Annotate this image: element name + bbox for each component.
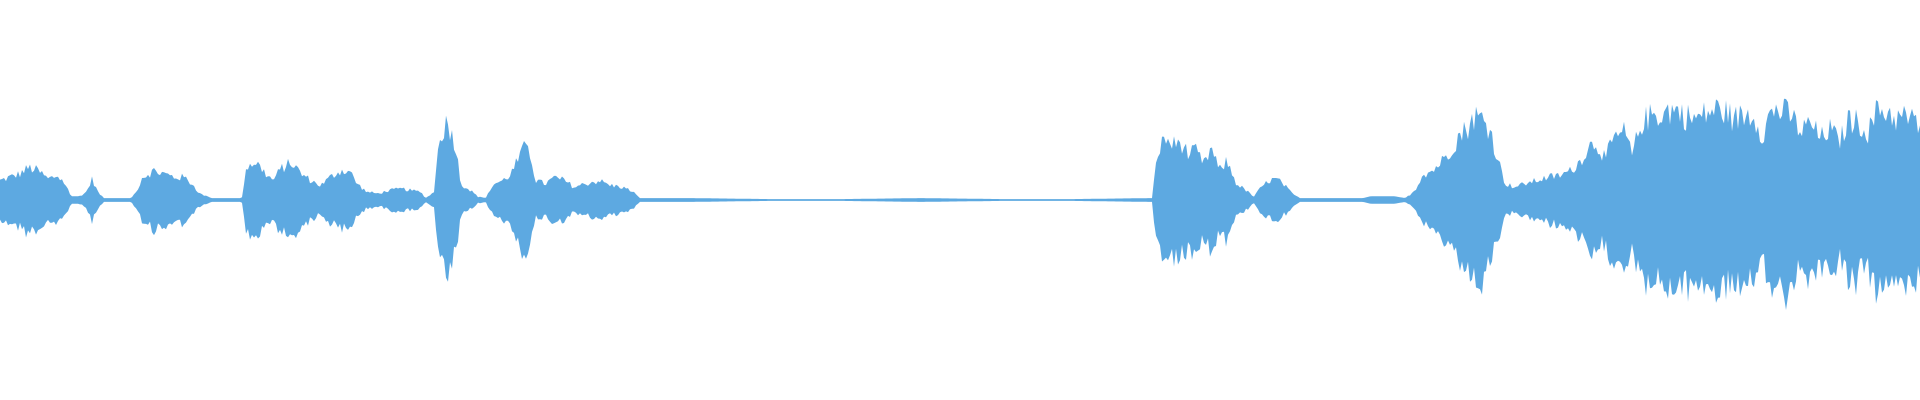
waveform-envelope bbox=[0, 98, 1920, 310]
